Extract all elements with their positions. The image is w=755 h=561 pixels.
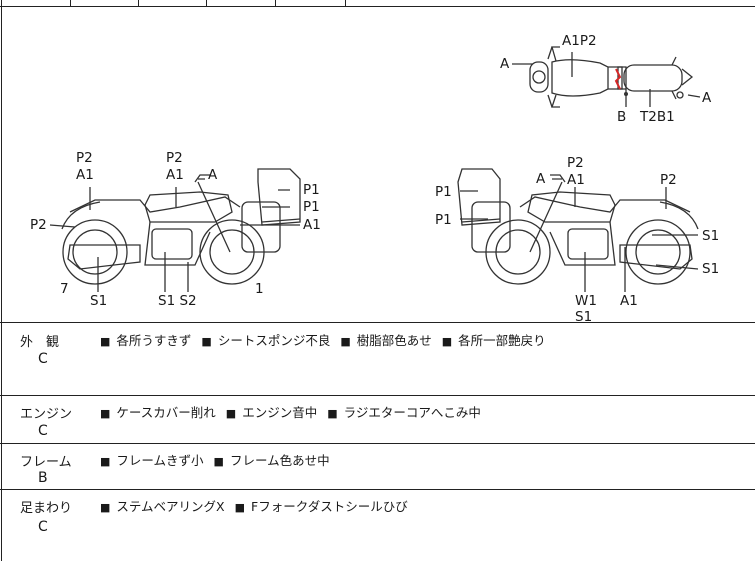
right-rear-p-label: P2 — [660, 172, 677, 188]
left-tank-p-label: P2 — [76, 150, 93, 166]
left-mirror-a-label: A1 — [166, 167, 184, 183]
note-item: 各所一部艶戻り — [458, 333, 546, 348]
bullet-icon: ■ — [327, 407, 338, 420]
top-tank-label: A1P2 — [562, 33, 597, 49]
table-divider — [345, 0, 346, 6]
bullet-icon: ■ — [225, 407, 237, 420]
bullet-icon: ■ — [201, 335, 212, 348]
right-mirror-p-label: P2 — [567, 155, 584, 171]
note-item: シートスポンジ不良 — [217, 333, 331, 348]
section-label: エンジン — [20, 407, 73, 422]
note-item: 各所うすきず — [116, 333, 192, 348]
table-divider — [275, 0, 276, 6]
table-divider — [138, 0, 139, 6]
right-rear-s1a-label: S1 — [702, 228, 719, 244]
note-item: ケースカバー削れ — [116, 405, 216, 420]
right-tank-a-label: A1 — [567, 172, 585, 188]
section-grade: B — [38, 470, 48, 486]
bullet-icon: ■ — [441, 335, 453, 348]
damage-marker-icon — [614, 68, 622, 90]
bullet-icon: ■ — [100, 455, 111, 468]
bullet-icon: ■ — [340, 335, 351, 348]
top-seat-label: T2B1 — [639, 109, 675, 125]
top-frame-label: B — [617, 109, 626, 125]
section-label: 外 観 — [20, 335, 60, 350]
section-divider — [0, 489, 755, 490]
section-label: フレーム — [20, 455, 72, 470]
sheet-left-border — [1, 0, 2, 561]
bike-right-view — [457, 168, 699, 285]
left-box-top-label: P1 — [303, 182, 320, 198]
right-engine-w-label: W1 — [575, 293, 597, 309]
left-box-mid-label: P1 — [303, 199, 320, 215]
section-grade: C — [38, 519, 48, 535]
section-notes: ■ フレームきず小 ■ フレーム色あせ中 — [100, 450, 336, 469]
note-item: ステムベアリングX — [116, 499, 225, 514]
right-rear-s1b-label: S1 — [702, 261, 719, 277]
bike-damage-diagram: A A1P2 A B T2B1 P2 A1 P2 A1 A P2 P1 P1 A… — [30, 33, 719, 322]
note-item: ラジエターコアへこみ中 — [343, 405, 481, 420]
section-divider — [0, 322, 755, 323]
right-box-top-label: P1 — [435, 184, 452, 200]
bullet-icon: ■ — [100, 407, 111, 420]
bike-top-view — [529, 46, 694, 108]
top-front-label: A — [500, 56, 510, 72]
left-mirror-p-label: P2 — [166, 150, 183, 166]
bullet-icon: ■ — [100, 501, 111, 514]
note-item: エンジン音中 — [242, 405, 318, 420]
bike-left-view — [61, 168, 301, 285]
section-divider — [0, 395, 755, 396]
section-divider — [0, 443, 755, 444]
bullet-icon: ■ — [234, 501, 245, 514]
note-item: 樹脂部色あせ — [356, 333, 432, 348]
note-item: フレームきず小 — [116, 453, 204, 468]
table-top-border — [0, 6, 755, 7]
left-exhaust-label: S1 — [90, 293, 107, 309]
right-exhaust-a-label: A1 — [620, 293, 638, 309]
section-grade: C — [38, 423, 48, 439]
left-box-low-label: A1 — [303, 217, 321, 233]
left-fender-label: P2 — [30, 217, 47, 233]
left-engine-s-label: S1 S2 — [158, 293, 197, 309]
top-rear-label: A — [702, 90, 712, 106]
table-divider — [206, 0, 207, 6]
note-item: Fフォークダストシールひび — [251, 499, 408, 514]
section-grade: C — [38, 351, 48, 367]
left-mirror-pin-label: A — [208, 167, 218, 183]
right-mirror-a-label: A — [536, 171, 546, 187]
section-notes: ■ ステムベアリングX ■ Fフォークダストシールひび — [100, 496, 414, 515]
table-divider — [70, 0, 71, 6]
left-wheel-num-label: 7 — [60, 281, 69, 297]
note-item: フレーム色あせ中 — [229, 453, 330, 468]
section-notes: ■ ケースカバー削れ ■ エンジン音中 ■ ラジエターコアへこみ中 — [100, 402, 487, 421]
section-notes: ■ 各所うすきず ■ シートスポンジ不良 ■ 樹脂部色あせ ■ 各所一部艶戻り — [100, 330, 552, 349]
bullet-icon: ■ — [213, 455, 224, 468]
bullet-icon: ■ — [100, 335, 111, 348]
left-tank-a-label: A1 — [76, 167, 94, 183]
section-label: 足まわり — [20, 501, 73, 516]
right-box-mid-label: P1 — [435, 212, 452, 228]
right-engine-s-label: S1 — [575, 309, 592, 322]
left-rear-num-label: 1 — [255, 281, 264, 297]
